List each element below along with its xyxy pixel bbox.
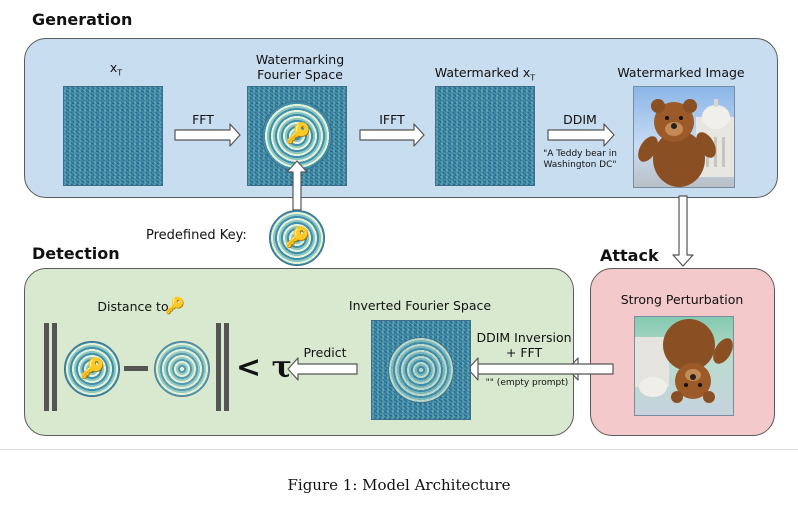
fft-arrow [174, 123, 241, 147]
norm-bar [224, 323, 229, 411]
detection-panel [24, 268, 574, 436]
fft-label: FFT [192, 112, 214, 127]
key-icon: 🔑 [80, 356, 105, 380]
minus-sign [124, 366, 148, 371]
empty-prompt-label: "" (empty prompt) [485, 378, 569, 388]
watermarked-xt-image [435, 86, 535, 186]
norm-bar [216, 323, 221, 411]
norm-bar [52, 323, 57, 411]
xt-label: xT [109, 60, 123, 78]
detection-title: Detection [32, 244, 120, 263]
threshold-label: < τ [236, 350, 292, 385]
xt-noise-image [63, 86, 163, 186]
ifft-label: IFFT [379, 112, 405, 127]
attack-down-arrow [672, 195, 694, 267]
ddim-arrow [547, 123, 615, 147]
divider [0, 449, 798, 450]
norm-bar [44, 323, 49, 411]
inverted-ring [388, 337, 454, 403]
teddy-bear-image [633, 86, 735, 188]
attack-title: Attack [600, 246, 659, 265]
watermarked-xt-label: Watermarked xT [434, 65, 536, 83]
prompt-text: "A Teddy bear in Washington DC" [543, 149, 617, 170]
predefined-key-ring [269, 210, 325, 266]
generation-title: Generation [32, 10, 133, 29]
inversion-label: DDIM Inversion + FFT [476, 330, 572, 360]
key-up-arrow [286, 160, 308, 211]
inverted-fourier-image [371, 320, 471, 420]
key-ring-detect [64, 341, 120, 397]
inverted-ring-detect [154, 341, 210, 397]
watermark-ring [262, 101, 332, 171]
fourier-label: Watermarking Fourier Space [255, 52, 345, 82]
inverted-fourier-label: Inverted Fourier Space [348, 298, 492, 313]
predict-arrow [287, 357, 358, 381]
ddim-label: DDIM [563, 112, 597, 127]
predict-label: Predict [303, 345, 347, 360]
key-icon: 🔑 [285, 225, 310, 249]
watermarked-image-label: Watermarked Image [617, 65, 745, 80]
perturbed-image [634, 316, 734, 416]
distance-label: Distance to [97, 299, 169, 314]
figure-caption: Figure 1: Model Architecture [287, 476, 511, 494]
predefined-key-label: Predefined Key: [146, 228, 247, 243]
key-icon: 🔑 [286, 121, 311, 145]
ifft-arrow [359, 123, 425, 147]
key-icon: 🔑 [165, 296, 185, 315]
strong-perturbation-label: Strong Perturbation [620, 292, 744, 307]
